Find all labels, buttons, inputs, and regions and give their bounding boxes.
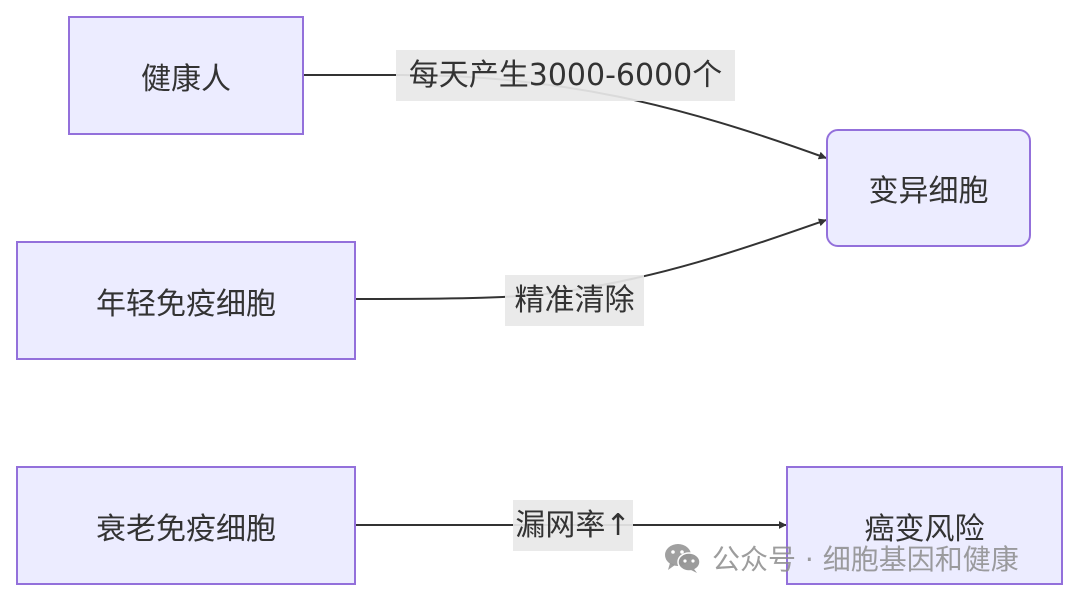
node-young-label: 年轻免疫细胞	[96, 286, 276, 322]
wechat-icon	[664, 543, 702, 573]
node-healthy: 健康人	[68, 16, 304, 135]
watermark: 公众号 · 细胞基因和健康	[664, 538, 1019, 578]
node-cancer-label: 癌变风险	[864, 511, 985, 547]
edge-label-text: 漏网率↑	[515, 508, 631, 543]
node-young-immune-cells: 年轻免疫细胞	[16, 241, 356, 360]
node-old-label: 衰老免疫细胞	[96, 511, 276, 547]
edge-label-precise-clearance: 精准清除	[505, 275, 644, 326]
node-mutant-label: 变异细胞	[868, 174, 989, 209]
node-mutant-cells: 变异细胞	[826, 129, 1031, 247]
edge-label-text: 每天产生3000-6000个	[408, 58, 723, 93]
node-healthy-label: 健康人	[141, 61, 231, 97]
node-cancer-risk: 癌变风险	[786, 466, 1063, 585]
edge-label-text: 精准清除	[514, 283, 635, 318]
edge-label-miss-rate-up: 漏网率↑	[513, 500, 633, 551]
edge-label-daily-production: 每天产生3000-6000个	[396, 50, 735, 101]
node-old-immune-cells: 衰老免疫细胞	[16, 466, 356, 585]
watermark-text: 公众号 · 细胞基因和健康	[712, 543, 1019, 576]
